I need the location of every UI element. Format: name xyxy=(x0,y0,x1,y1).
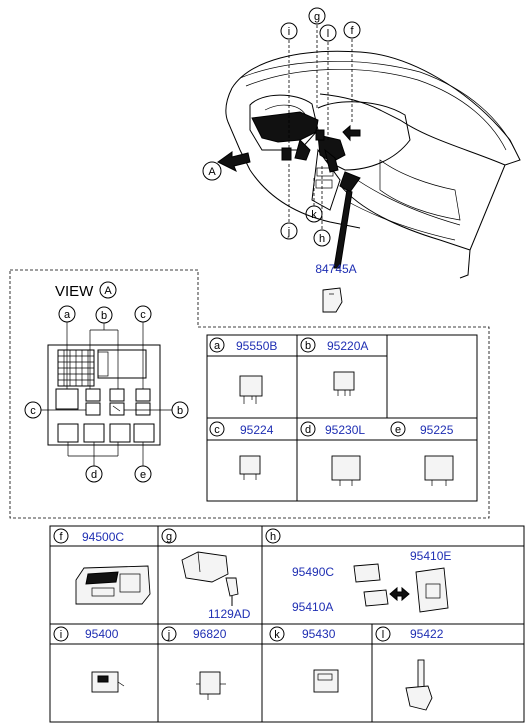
svg-text:k: k xyxy=(311,209,317,221)
part-cell-g: g 1129AD xyxy=(161,528,251,621)
relay-icon xyxy=(196,671,226,700)
svg-text:j: j xyxy=(287,226,290,238)
part-number: 95490C xyxy=(292,565,334,579)
svg-text:k: k xyxy=(274,629,280,641)
svg-text:a: a xyxy=(214,340,221,352)
view-a-region xyxy=(9,269,490,519)
svg-text:a: a xyxy=(64,309,71,321)
relay-icon xyxy=(424,455,454,486)
view-callout-a: a xyxy=(58,305,76,323)
relay-icon xyxy=(239,375,263,404)
svg-text:l: l xyxy=(327,28,329,40)
bracket-icon xyxy=(181,551,239,606)
svg-text:A: A xyxy=(104,285,112,297)
double-arrow-icon xyxy=(389,586,410,602)
svg-text:i: i xyxy=(60,629,62,641)
part-number: 94500C xyxy=(82,530,124,544)
part-cell-f: f 94500C xyxy=(53,528,151,605)
svg-text:c: c xyxy=(30,405,36,417)
junction-box xyxy=(47,344,161,446)
module-icon xyxy=(353,563,449,613)
part-number: 96820 xyxy=(193,627,227,641)
relay-icon xyxy=(313,669,339,693)
callout-h: h xyxy=(313,229,331,247)
svg-text:b: b xyxy=(177,405,183,417)
part-number: 95410A xyxy=(292,600,333,614)
part-cell-l: l 95422 xyxy=(375,626,444,711)
part-number: 95550B xyxy=(236,339,277,353)
relay-icon xyxy=(91,671,125,693)
callout-i: i xyxy=(280,22,298,40)
svg-text:g: g xyxy=(166,531,172,543)
svg-text:A: A xyxy=(208,166,216,178)
part-number: 95225 xyxy=(420,423,454,437)
svg-text:l: l xyxy=(382,629,384,641)
part-84745a: 84745A xyxy=(315,262,357,313)
svg-text:g: g xyxy=(314,11,320,23)
svg-text:b: b xyxy=(101,310,107,322)
part-number: 95224 xyxy=(240,423,274,437)
callout-leaders xyxy=(288,25,353,229)
part-number: 95220A xyxy=(327,339,368,353)
view-a-panel: VIEW A xyxy=(24,281,189,483)
svg-text:d: d xyxy=(91,469,97,481)
view-callout-b-top: b xyxy=(95,306,113,324)
relay-cell-c: c 95224 xyxy=(209,421,274,480)
part-number: 95230L xyxy=(325,423,365,437)
svg-text:f: f xyxy=(59,531,63,543)
part-number: 95410E xyxy=(410,549,451,563)
dashboard-illustration xyxy=(217,50,521,279)
relay-icon xyxy=(239,455,261,480)
part-cell-h: h 95490C 95410A 95410E xyxy=(265,528,451,614)
svg-text:i: i xyxy=(288,26,290,38)
callout-view-a-small xyxy=(99,281,117,299)
part-cell-j: j 96820 xyxy=(161,626,227,700)
parts-table: f 94500C g 1129AD h 95490C 95410A xyxy=(49,525,525,723)
svg-text:e: e xyxy=(140,469,146,481)
relay-cell-a: a 95550B xyxy=(209,337,277,404)
relay-cell-b: b 95220A xyxy=(300,337,368,396)
bracket-icon xyxy=(405,659,433,711)
callout-j: j xyxy=(280,222,298,240)
view-callout-e: e xyxy=(134,465,152,483)
part-number-84745a: 84745A xyxy=(315,262,356,276)
callout-k: k xyxy=(305,205,323,223)
svg-text:b: b xyxy=(305,340,311,352)
part-number: 1129AD xyxy=(208,607,251,621)
svg-text:j: j xyxy=(167,629,170,641)
callout-f: f xyxy=(343,21,361,39)
callout-view-a: A xyxy=(202,161,222,181)
callout-g: g xyxy=(308,7,326,25)
relay-table: a 95550B b 95220A c 95224 d 95230L e 952… xyxy=(206,334,478,502)
view-callout-c-top: c xyxy=(134,305,152,323)
part-cell-k: k 95430 xyxy=(269,626,339,693)
relay-cell-e: e 95225 xyxy=(390,421,454,486)
view-title: VIEW xyxy=(55,283,94,300)
view-callout-d: d xyxy=(85,465,103,483)
dashboard-callouts: i g l f k j h A xyxy=(202,7,361,247)
view-callout-c-left: c xyxy=(24,401,42,419)
svg-text:f: f xyxy=(350,25,354,37)
svg-text:c: c xyxy=(140,309,146,321)
view-callout-b-right: b xyxy=(171,401,189,419)
arrow-icon xyxy=(342,124,361,142)
svg-text:e: e xyxy=(395,424,401,436)
part-number: 95430 xyxy=(302,627,336,641)
callout-l: l xyxy=(319,24,337,42)
svg-text:h: h xyxy=(319,233,325,245)
relay-cell-d: d 95230L xyxy=(300,421,365,486)
relay-icon xyxy=(333,371,355,396)
svg-text:h: h xyxy=(270,531,276,543)
relay-icon xyxy=(331,455,361,486)
part-cell-i: i 95400 xyxy=(53,626,125,693)
part-number: 95422 xyxy=(410,627,444,641)
svg-text:c: c xyxy=(214,424,220,436)
part-number: 95400 xyxy=(85,627,119,641)
arrow-icon xyxy=(217,151,251,173)
svg-text:d: d xyxy=(305,424,311,436)
switch-panel-icon xyxy=(75,565,151,605)
